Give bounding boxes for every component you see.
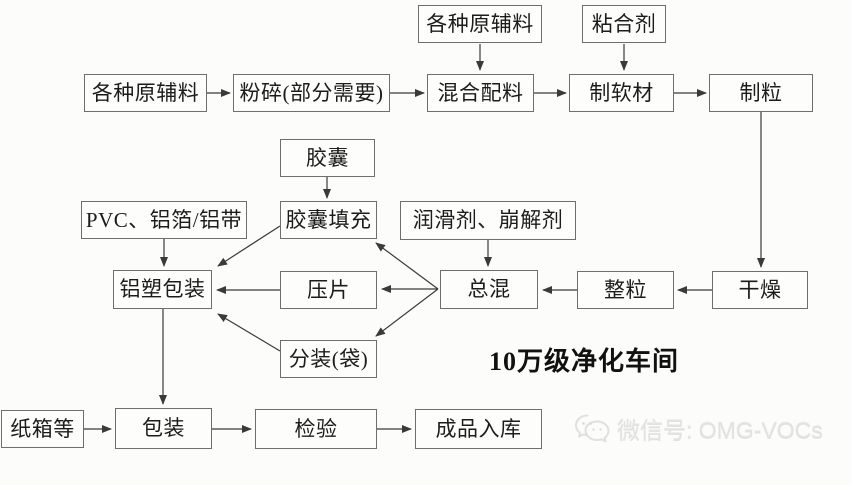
node-capsule-fill: 胶囊填充 (280, 201, 377, 239)
node-final-mix: 总混 (440, 270, 538, 309)
node-inspection: 检验 (255, 409, 377, 449)
node-granulate: 制粒 (709, 74, 813, 112)
wechat-icon (575, 414, 610, 443)
node-size-granules: 整粒 (577, 271, 674, 309)
watermark-text: 微信号: OMG-VOCs (617, 418, 823, 444)
node-lubricant: 润滑剂、崩解剂 (400, 201, 576, 240)
node-carton: 纸箱等 (1, 410, 84, 448)
cleanroom-caption: 10万级净化车间 (489, 347, 680, 376)
node-bag-fill: 分装(袋) (280, 340, 377, 378)
node-crush: 粉碎(部分需要) (233, 74, 390, 112)
node-packaging: 包装 (115, 408, 212, 449)
node-blister-pack: 铝塑包装 (113, 270, 212, 309)
arrow-connector (375, 288, 439, 337)
node-dry: 干燥 (712, 271, 808, 309)
node-materials-top: 各种原辅料 (418, 5, 542, 43)
node-pvc-foil: PVC、铝箔/铝带 (81, 201, 247, 239)
node-capsule: 胶囊 (280, 139, 375, 177)
node-soft-material: 制软材 (569, 74, 674, 112)
node-mix-ingredients: 混合配料 (427, 74, 534, 112)
arrow-connector (217, 313, 281, 352)
node-tablet-press: 压片 (280, 271, 377, 309)
node-materials: 各种原辅料 (84, 74, 207, 112)
node-binder: 粘合剂 (582, 5, 666, 43)
arrow-connector (217, 225, 281, 267)
node-warehouse: 成品入库 (415, 409, 542, 449)
watermark: 微信号: OMG-VOCs (573, 412, 823, 446)
arrow-connector (375, 242, 439, 290)
